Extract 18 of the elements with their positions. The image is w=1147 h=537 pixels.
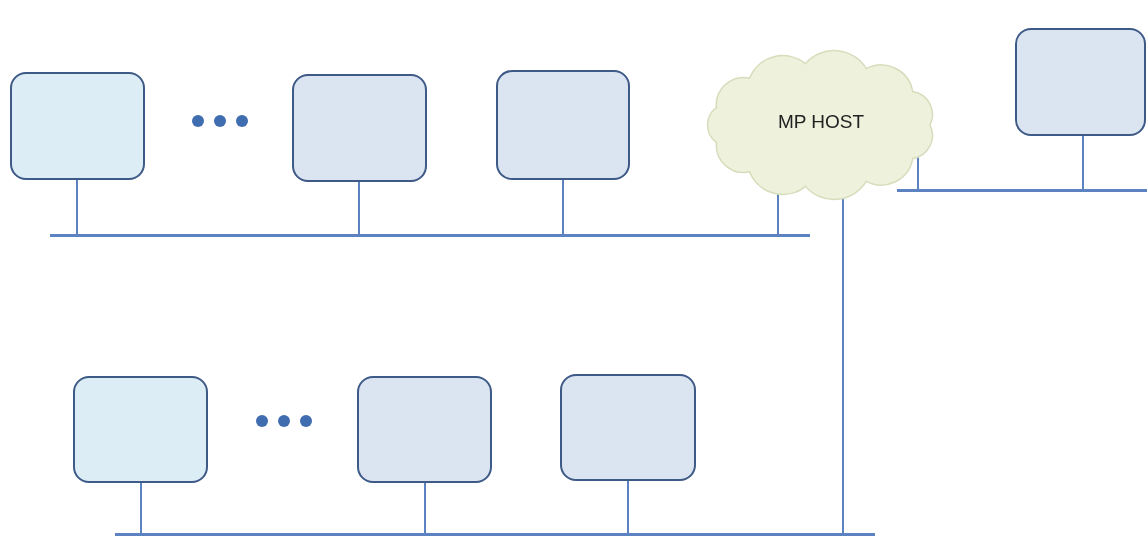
connector-line xyxy=(424,482,426,534)
connector-line xyxy=(562,179,564,235)
device-box xyxy=(292,74,427,182)
host-label: MP HOST xyxy=(776,111,866,134)
connector-line xyxy=(140,482,142,534)
network-bus xyxy=(115,533,875,536)
device-box xyxy=(1015,28,1146,136)
device-box xyxy=(73,376,208,483)
device-box xyxy=(496,70,630,180)
device-box xyxy=(10,72,145,180)
device-box xyxy=(357,376,492,483)
network-bus xyxy=(50,234,810,237)
connector-line xyxy=(358,181,360,235)
device-box xyxy=(560,374,696,481)
connector-line xyxy=(627,480,629,534)
network-bus xyxy=(897,189,1147,192)
connector-line xyxy=(76,179,78,235)
connector-line xyxy=(1082,135,1084,190)
